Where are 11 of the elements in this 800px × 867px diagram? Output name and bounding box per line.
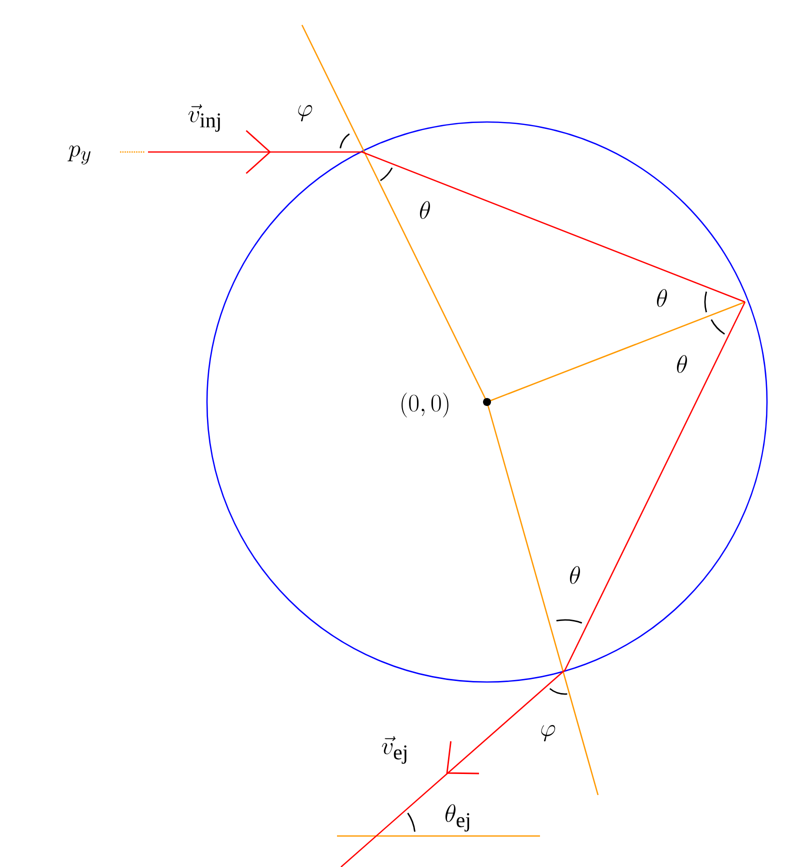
math-label: $\vec{v}_{\mathrm{inj}}$ [188, 104, 220, 132]
math-label: $p_y$ [68, 146, 90, 164]
math-label: $\theta$ [420, 201, 430, 219]
math-label: $\vec{v}_{\mathrm{ej}}$ [382, 736, 406, 764]
math-label: $\theta$ [570, 566, 580, 584]
math-label: $(0,0)$ [402, 392, 448, 418]
math-label: $\varphi$ [541, 724, 556, 742]
math-label: $\theta$ [656, 289, 667, 307]
math-label: $\theta$ [676, 355, 687, 373]
math-label: $\varphi$ [298, 104, 312, 122]
math-label: $\theta_{\mathrm{ej}}$ [445, 804, 470, 832]
